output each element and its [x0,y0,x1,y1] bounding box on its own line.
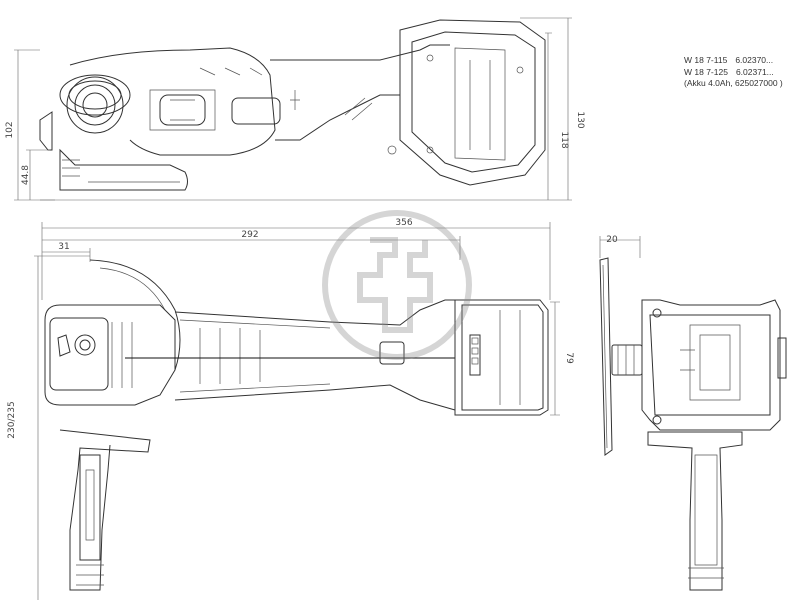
dim-31: 31 [58,242,69,252]
legend-code: 6.02370... [735,55,774,65]
top-view [34,210,560,600]
legend-code: 6.02371... [735,66,774,77]
dim-356: 356 [395,218,412,228]
model-legend: W 18 7-115 6.02370... W 18 7-125 6.02371..… [684,55,783,90]
legend-model: W 18 7-125 [684,66,728,77]
dim-130: 130 [575,111,585,128]
legend-row-2: W 18 7-125 6.02371... [684,67,783,79]
dim-79: 79 [564,352,574,364]
front-view [599,236,787,591]
logo-emblem [322,210,472,360]
dim-20: 20 [606,235,618,245]
dim-44-8: 44.8 [21,165,31,185]
dim-118: 118 [559,131,569,148]
legend-row-1: W 18 7-115 6.02370... [684,55,783,67]
dim-230-235: 230/235 [7,401,17,438]
side-view [14,17,572,201]
legend-model: W 18 7-115 [684,55,728,65]
dim-102: 102 [5,121,15,138]
legend-battery-note: (Akku 4.0Ah, 625027000 ) [684,78,783,88]
dim-292: 292 [241,230,258,240]
